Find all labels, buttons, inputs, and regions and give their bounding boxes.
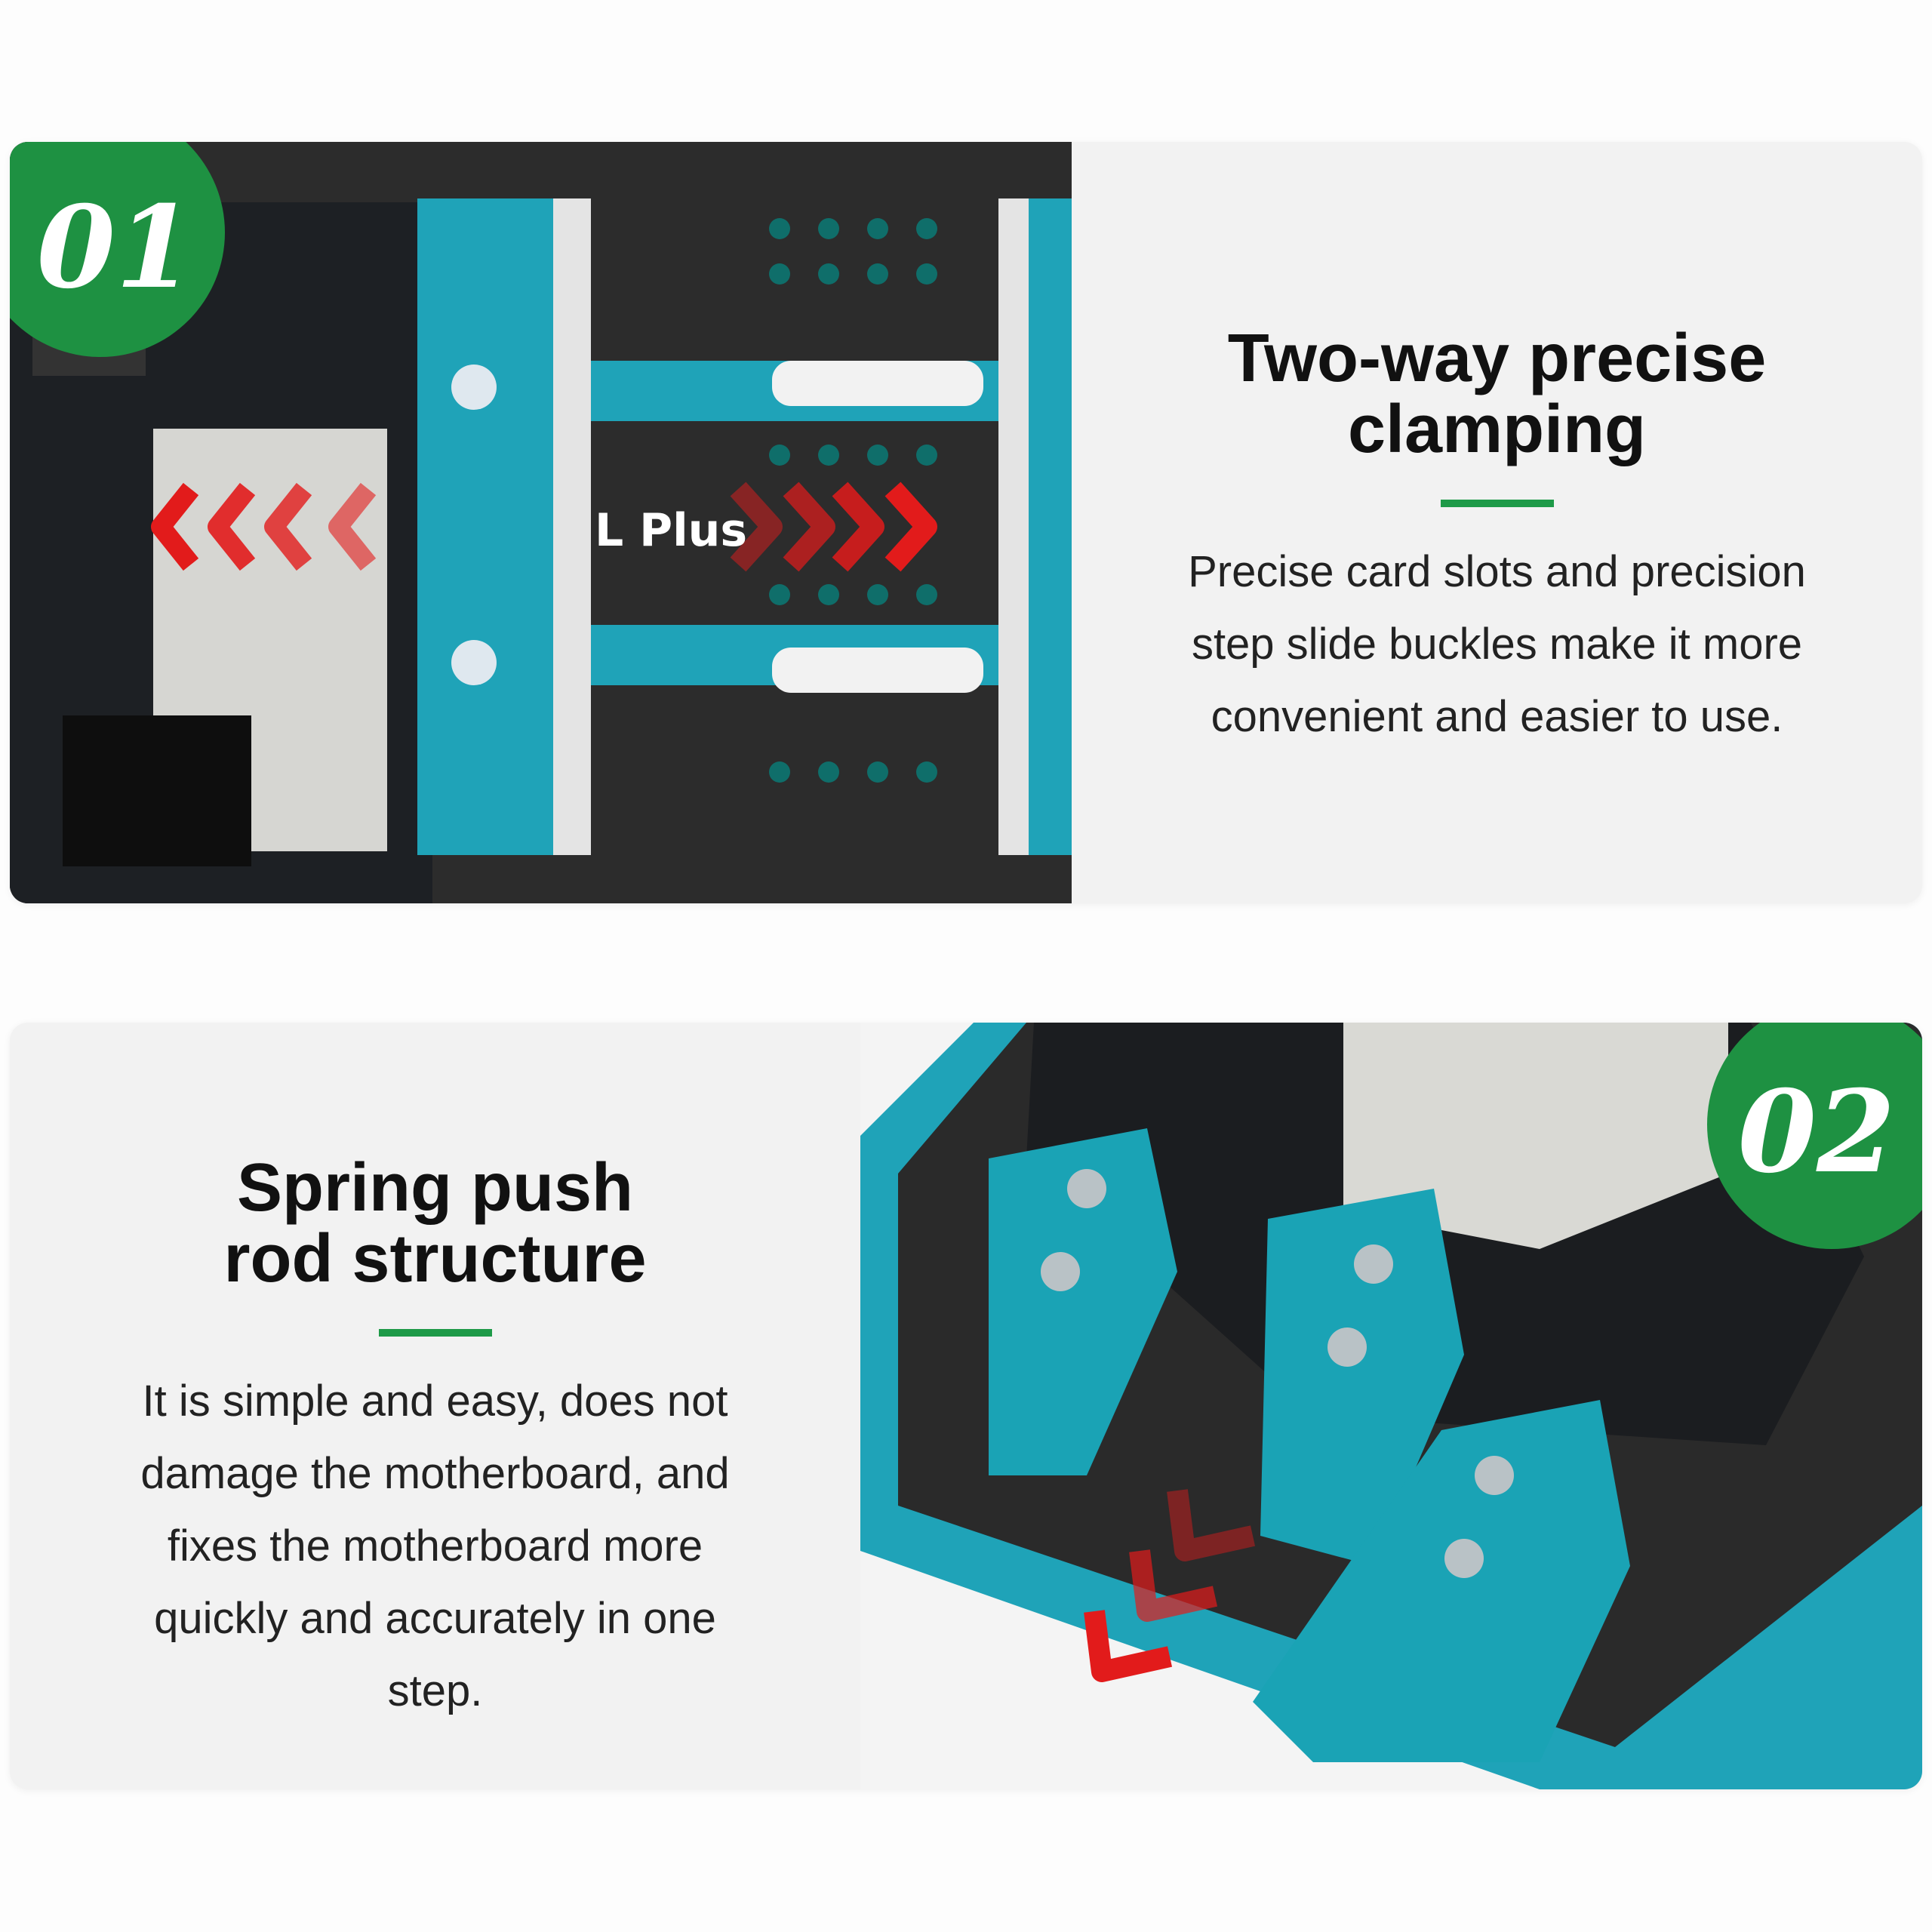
left-clamp — [417, 198, 553, 855]
title-underline — [1440, 500, 1554, 507]
arrows-right-icon — [730, 481, 937, 572]
arrows-down-left-icon — [1084, 1489, 1256, 1682]
shield-plate — [1343, 1023, 1728, 1249]
product-photo-spring-push: 02 — [860, 1023, 1922, 1789]
step-badge-02: 02 — [1707, 1023, 1922, 1249]
right-clamp — [1029, 198, 1072, 855]
feature-description: It is simple and easy, does not damage t… — [140, 1377, 730, 1715]
feature-description: Precise card slots and precision step sl… — [1188, 547, 1806, 741]
photo-label: L Plus — [595, 504, 747, 557]
product-photo-clamping: L Plus 01 — [10, 142, 1072, 903]
arrows-left-icon — [151, 482, 377, 571]
spring-clamps — [989, 1128, 1630, 1762]
title-underline — [378, 1329, 492, 1337]
